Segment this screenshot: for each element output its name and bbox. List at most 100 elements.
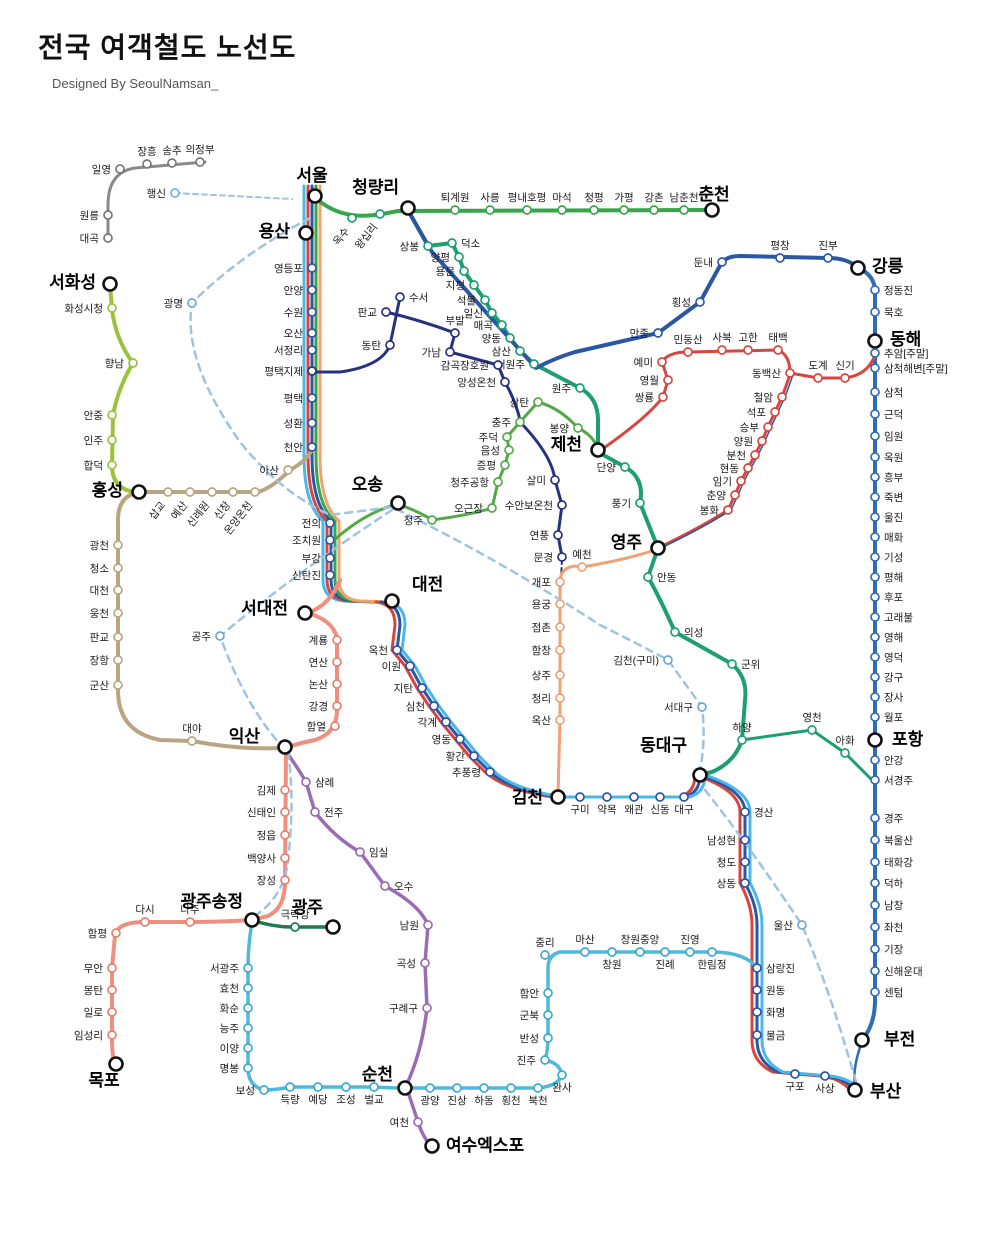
rail-line-daegu-line-teal [740,728,874,782]
station-marker-진부 [823,253,833,263]
station-marker-지탄 [417,683,427,693]
station-label-성환: 성환 [284,418,304,430]
station-label-물금: 물금 [766,1030,786,1042]
station-label-예당: 예당 [308,1093,328,1106]
station-label-임성리: 임성리 [74,1029,103,1042]
station-marker-몽탄 [107,985,117,995]
station-marker-삼례 [301,777,311,787]
station-marker-영천 [807,725,817,735]
station-label-서울: 서울 [296,166,328,185]
station-label-서정리: 서정리 [274,345,303,357]
station-marker-북천 [533,1083,543,1093]
station-marker-광양 [425,1083,435,1093]
station-marker-행신 [170,188,180,198]
station-marker-횡성 [695,297,705,307]
station-marker-점촌 [555,622,565,632]
station-marker-춘양 [730,490,740,500]
station-label-평창: 평창 [770,240,790,252]
station-label-한림정: 한림정 [698,959,727,971]
station-marker-옥수 [347,213,357,223]
station-label-태화강: 태화강 [884,857,913,869]
station-label-만종: 만종 [630,328,650,340]
station-label-의성: 의성 [684,627,703,639]
station-label-원릉: 원릉 [80,210,100,222]
station-marker-서대구 [697,702,707,712]
station-label-명봉: 명봉 [220,1063,240,1075]
station-label-청주공항: 청주공항 [450,477,489,489]
station-label-횡성: 횡성 [672,296,691,309]
station-label-영해: 영해 [884,631,903,644]
station-marker-삽교 [163,487,173,497]
station-label-살미: 살미 [527,475,546,487]
station-label-대천: 대천 [90,585,109,597]
station-label-익산: 익산 [229,727,261,746]
station-label-몽탄: 몽탄 [84,985,104,997]
station-marker-마산 [580,947,590,957]
station-label-구포: 구포 [785,1081,805,1093]
station-label-덕하: 덕하 [884,877,904,890]
station-marker-완사 [557,1070,567,1080]
station-label-오산: 오산 [284,328,304,340]
station-marker-일신 [487,308,497,318]
station-label-장사: 장사 [884,692,904,704]
station-label-청주: 청주 [404,515,424,527]
station-marker-묵호 [870,307,880,317]
station-label-안양: 안양 [284,285,304,297]
station-marker-온양온천 [250,487,260,497]
station-marker-일영 [115,164,125,174]
station-marker-남춘천 [679,205,689,215]
station-marker-삼척 [870,387,880,397]
station-label-옥천: 옥천 [369,645,388,657]
station-marker-평해 [870,572,880,582]
rail-line-gyeongchun-green [316,198,707,218]
station-marker-무안 [107,963,117,973]
station-marker-군위 [727,659,737,669]
station-label-신례원: 신례원 [185,499,212,529]
station-label-사상: 사상 [815,1083,835,1095]
station-label-민둥산: 민둥산 [674,334,703,346]
station-label-지평: 지평 [446,280,465,292]
station-label-화성시청: 화성시청 [64,303,103,315]
station-marker-벌교 [369,1082,379,1092]
station-label-정읍: 정읍 [257,830,277,842]
rail-line-jungbunaeryuk-navy [518,420,564,559]
station-marker-극락강 [290,922,300,932]
station-marker-각계 [441,717,451,727]
station-label-용문: 용문 [436,266,456,278]
station-label-전의: 전의 [302,518,321,530]
station-marker-장사 [870,692,880,702]
station-label-옥원: 옥원 [884,452,903,464]
station-label-원주: 원주 [552,383,572,395]
station-marker-이원 [405,661,415,671]
station-marker-연풍 [553,530,563,540]
station-label-삼척해변[주말]: 삼척해변[주말] [884,362,948,375]
station-label-삼례: 삼례 [315,777,334,789]
station-label-이양: 이양 [220,1043,240,1055]
station-marker-양원 [757,436,767,446]
station-marker-공주 [215,631,225,641]
station-label-약목: 약목 [597,804,617,816]
station-marker-수서 [395,292,405,302]
station-label-신태인: 신태인 [247,807,276,819]
station-marker-태백 [773,345,783,355]
station-label-왜관: 왜관 [624,804,644,816]
station-marker-상봉 [423,241,433,251]
station-marker-오수 [380,881,390,891]
station-label-다시: 다시 [135,904,154,916]
station-marker-만종 [653,328,663,338]
station-label-용궁: 용궁 [532,599,552,611]
station-marker-신기 [840,373,850,383]
station-label-마산: 마산 [575,934,595,946]
station-label-상동: 상동 [717,878,737,890]
station-marker-살미 [550,475,560,485]
station-marker-퇴계원 [450,205,460,215]
station-marker-신해운대 [870,966,880,976]
station-label-청소: 청소 [90,563,110,575]
station-label-광주송정: 광주송정 [180,892,243,911]
station-marker-예천 [577,562,587,572]
station-label-곡성: 곡성 [397,958,416,970]
station-marker-광천 [113,540,123,550]
station-marker-청주 [427,515,437,525]
station-marker-김제 [280,785,290,795]
station-marker-마석 [557,205,567,215]
